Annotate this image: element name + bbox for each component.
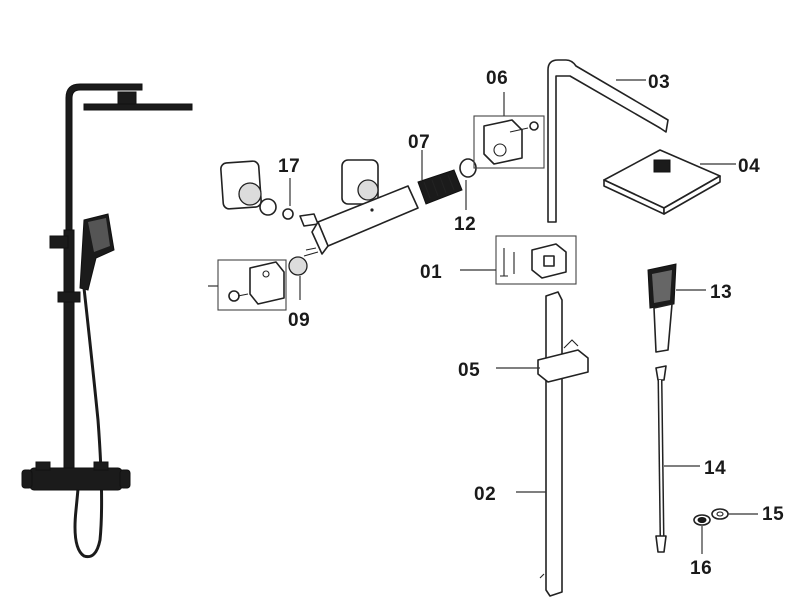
- label-part-05: 05: [458, 360, 480, 381]
- part-07-valve-body: [303, 158, 477, 257]
- part-02-slide-rail: [539, 291, 563, 597]
- label-part-17: 17: [278, 156, 300, 177]
- label-part-09: 09: [288, 310, 310, 331]
- part-15-washer: [711, 508, 729, 520]
- label-part-07: 07: [408, 132, 430, 153]
- leader-lines: [208, 79, 758, 554]
- part-16-washer: [693, 514, 711, 526]
- label-part-02: 02: [474, 484, 496, 505]
- label-part-14: 14: [704, 458, 726, 479]
- part-01-fixings-box: [495, 235, 577, 285]
- label-part-01: 01: [420, 262, 442, 283]
- label-part-15: 15: [762, 504, 784, 525]
- label-part-12: 12: [454, 214, 476, 235]
- part-03-overhead-arm: [547, 59, 669, 223]
- assembled-shower-illustration: [21, 83, 193, 559]
- label-part-16: 16: [690, 558, 712, 579]
- part-09-nut-box: [217, 256, 308, 311]
- label-part-04: 04: [738, 156, 760, 177]
- part-04-rain-head: [603, 149, 721, 215]
- part-13-hand-shower: [647, 263, 677, 353]
- part-06-wall-bracket-box: [473, 115, 545, 169]
- label-part-06: 06: [486, 68, 508, 89]
- label-part-03: 03: [648, 72, 670, 93]
- part-14-shower-hose: [655, 365, 667, 553]
- part-05-slider: [537, 339, 589, 383]
- label-part-13: 13: [710, 282, 732, 303]
- part-17-wall-connector: [220, 160, 319, 227]
